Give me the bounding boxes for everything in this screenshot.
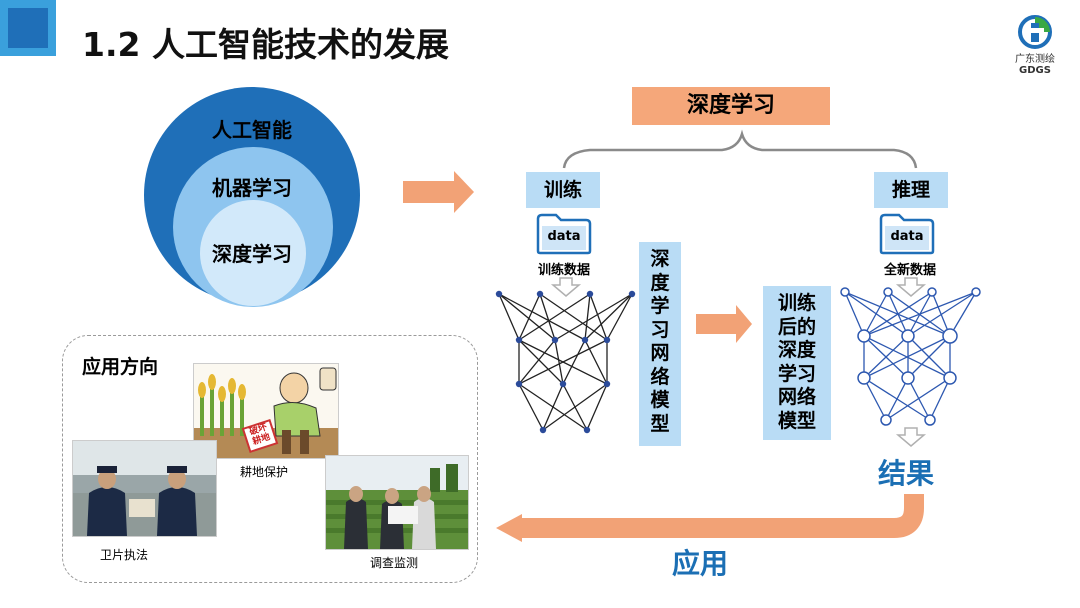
training-network-nodes	[495, 290, 636, 434]
arrow-down-icon	[895, 427, 927, 447]
ring-label-ai: 人工智能	[212, 118, 292, 142]
inference-network-nodes	[840, 287, 981, 426]
corner-decoration-inner	[8, 8, 48, 48]
caption-farmland-protection: 耕地保护	[240, 465, 289, 479]
brace	[562, 129, 918, 169]
caption-satellite-enforcement: 卫片执法	[100, 548, 149, 562]
arrow-down-icon	[895, 277, 927, 297]
training-network-edges	[498, 293, 633, 431]
data-folder-icon	[536, 213, 592, 255]
arrow-right-icon	[403, 171, 474, 213]
applications-panel	[62, 335, 478, 583]
photo-satellite-enforcement	[72, 440, 217, 537]
caption-survey-monitoring: 调查监测	[370, 556, 419, 570]
return-arrow	[520, 494, 924, 538]
inference-tag: 推理	[874, 172, 948, 208]
logo-name: 广东测绘	[1015, 54, 1055, 65]
training-data-label: 训练数据	[537, 263, 590, 278]
arrow-down-icon	[550, 277, 582, 297]
slide-title: 1.2 人工智能技术的发展	[82, 25, 449, 64]
arrow-right-icon	[696, 305, 752, 343]
photo-farmland-protection	[193, 363, 339, 459]
ring-label-ml: 机器学习	[212, 176, 292, 200]
inference-network-edges	[844, 291, 977, 421]
photo-survey-monitoring	[325, 455, 469, 550]
inference-folder-label: data	[890, 229, 924, 244]
training-folder-label: data	[547, 229, 581, 244]
gdgs-logo: 广东测绘 GDGS	[1000, 14, 1070, 76]
training-tag: 训练	[526, 172, 600, 208]
logo-abbr: GDGS	[1019, 65, 1051, 76]
deep-learning-banner: 深度学习	[632, 87, 830, 125]
trained-model-label: 训练 后的 深度 学习 网络 模型	[763, 286, 831, 440]
ai-ml-dl-circles	[144, 87, 360, 307]
data-folder-icon	[879, 213, 935, 255]
result-label: 结果	[878, 457, 935, 490]
arrow-left-icon	[496, 514, 522, 542]
ring-label-dl: 深度学习	[212, 242, 292, 266]
dl-network-model-label: 深 度 学 习 网 络 模 型	[639, 242, 681, 446]
inner-circle	[200, 200, 306, 306]
apply-label: 应用	[672, 547, 729, 580]
new-data-label: 全新数据	[883, 263, 936, 278]
logo-icon	[1018, 15, 1052, 49]
applications-title: 应用方向	[82, 356, 159, 378]
